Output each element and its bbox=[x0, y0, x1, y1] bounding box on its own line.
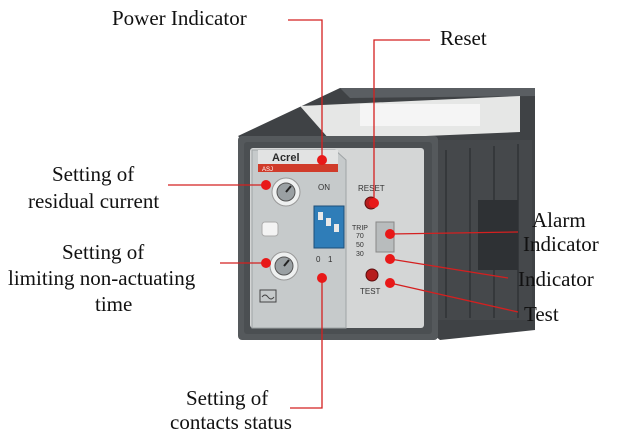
marker-contacts bbox=[317, 273, 327, 283]
label-power-indicator: Power Indicator bbox=[112, 6, 247, 30]
label-reset: Reset bbox=[440, 26, 487, 50]
marker-test bbox=[385, 278, 395, 288]
callout-line-test bbox=[389, 282, 519, 313]
dip-label-1: 1 bbox=[328, 255, 333, 264]
label-setting-residual-1: Setting of bbox=[52, 162, 135, 186]
on-text: ON bbox=[318, 183, 330, 192]
label-alarm-2: Indicator bbox=[523, 232, 599, 256]
marker-reset bbox=[369, 198, 379, 208]
callout-lines bbox=[168, 19, 519, 409]
label-setting-limiting-3: time bbox=[95, 292, 133, 316]
dip-label-0: 0 bbox=[316, 255, 321, 264]
marker-limiting bbox=[261, 258, 271, 268]
label-setting-limiting-1: Setting of bbox=[62, 240, 145, 264]
test-button[interactable] bbox=[365, 268, 379, 282]
label-setting-contacts-2: contacts status bbox=[170, 410, 292, 434]
label-alarm-1: Alarm bbox=[532, 208, 586, 232]
marker-indicator bbox=[385, 254, 395, 264]
callout-line-power bbox=[288, 19, 323, 158]
marker-residual bbox=[261, 180, 271, 190]
waveform-icon bbox=[259, 289, 277, 303]
brand-logo: Acrel bbox=[272, 152, 300, 164]
reset-text: RESET bbox=[358, 184, 385, 193]
callout-line-alarm bbox=[389, 231, 519, 235]
scale-70: 70 bbox=[356, 233, 364, 240]
label-indicator: Indicator bbox=[518, 267, 594, 291]
marker-alarm bbox=[385, 229, 395, 239]
marker-dots bbox=[261, 155, 395, 288]
callout-line-reset bbox=[373, 39, 430, 200]
label-setting-residual-2: residual current bbox=[28, 189, 160, 213]
scale-50: 50 bbox=[356, 242, 364, 249]
scale-30: 30 bbox=[356, 251, 364, 258]
callout-line-indicator bbox=[389, 258, 509, 279]
trip-text: TRIP bbox=[352, 225, 368, 232]
label-test: Test bbox=[524, 302, 559, 326]
callout-line-contacts bbox=[290, 278, 323, 409]
test-text: TEST bbox=[360, 287, 381, 296]
model-text: ASJ bbox=[262, 167, 273, 173]
device-faceplate: Acrel ASJ ON 0 1 RESET bbox=[250, 148, 424, 329]
marker-power bbox=[317, 155, 327, 165]
label-setting-limiting-2: limiting non-actuating bbox=[8, 266, 196, 290]
label-setting-contacts-1: Setting of bbox=[186, 386, 269, 410]
